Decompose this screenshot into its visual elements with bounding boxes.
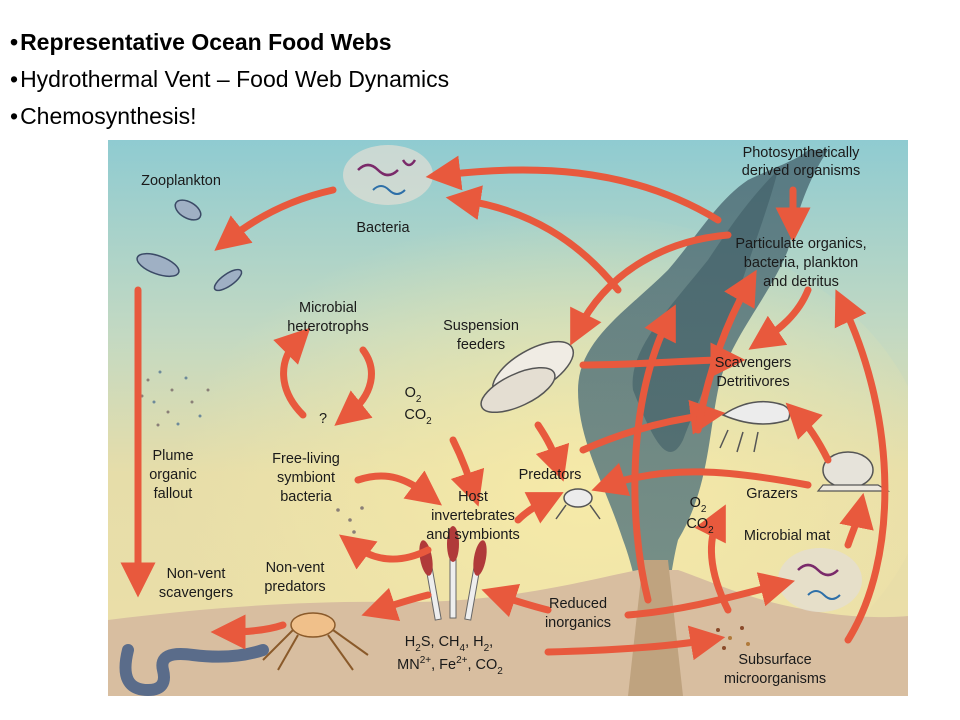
label-microbial-line2: heterotrophs: [287, 319, 368, 335]
label-reduced-line1: Reduced: [549, 596, 607, 612]
shrimp-drawing: [719, 400, 791, 453]
arrow-mat-to-grazers: [839, 492, 874, 549]
bullet-text: Representative Ocean Food Webs: [20, 29, 392, 55]
zooplankton-drawing: [136, 199, 243, 292]
label-freeliving-line3: bacteria: [280, 489, 333, 505]
arrow-grazers-to-scavengers: [785, 402, 832, 464]
arrow-microbial-loop-up: [273, 327, 311, 419]
snail-drawing: [816, 451, 891, 492]
arrow-predators-to-scavengers: [579, 399, 726, 454]
eel-drawing: [119, 644, 269, 696]
bullet-item: •Chemosynthesis!: [10, 103, 197, 129]
label-particulate-line2: bacteria, plankton: [744, 255, 858, 271]
plume-fallout-dots: [140, 370, 210, 427]
label-particulate-line1: Particulate organics,: [735, 236, 866, 252]
label-plume-line3: fallout: [154, 486, 193, 502]
arrow-vent-rise: [631, 304, 676, 604]
label-plume-line1: Plume: [152, 448, 193, 464]
label-chem-line2: MN2+, Fe2+, CO2: [397, 655, 503, 677]
label-suspension-line2: feeders: [457, 337, 505, 353]
label-nonvent-scav-line2: scavengers: [159, 585, 233, 601]
vent-plume-highlight: [632, 170, 778, 452]
label-photo-line1: Photosynthetically: [743, 145, 861, 161]
label-reduced-line2: inorganics: [545, 615, 611, 631]
arrow-reduced-to-tubeworm: [481, 583, 552, 618]
mussel-drawing: [480, 340, 574, 414]
arrow-nonvent-pred-to-scav: [210, 614, 287, 650]
arrow-bacteria-to-zooplankton: [214, 186, 337, 251]
arrow-plume-to-bacteria: [445, 185, 622, 294]
bacteria-cluster-mat: [778, 548, 862, 612]
arrow-subsurface-rise: [694, 504, 732, 614]
arrow-right-loop-up: [834, 289, 889, 644]
bacteria-cluster-top: [343, 145, 433, 205]
bullet-text: Hydrothermal Vent – Food Web Dynamics: [20, 66, 450, 92]
diagram-labels: Zooplankton Bacteria Photosynthetically …: [141, 145, 867, 687]
label-nonvent-pred-line1: Non-vent: [266, 560, 325, 576]
label-freeliving-line2: symbiont: [277, 470, 335, 486]
arrow-host-to-predators: [514, 492, 564, 524]
label-question: ?: [319, 411, 327, 427]
arrow-particulate-to-scavengers: [748, 286, 812, 350]
label-nonvent-scav-line1: Non-vent: [167, 566, 226, 582]
arrow-reduced-to-mat: [624, 572, 795, 619]
food-web-arrows: [120, 155, 889, 661]
arrow-free-living-to-host: [354, 470, 443, 506]
label-subsurface-line2: microorganisms: [724, 671, 826, 687]
label-microbial-mat: Microbial mat: [744, 528, 830, 544]
label-freeliving-line1: Free-living: [272, 451, 340, 467]
label-plume-line2: organic: [149, 467, 197, 483]
bullet-list: •Representative Ocean Food Webs •Hydroth…: [10, 24, 449, 135]
label-host-line1: Host: [458, 489, 488, 505]
label-co2-mid: CO2: [686, 516, 714, 536]
label-o2-mid: O2: [690, 495, 707, 515]
spider-crab-drawing: [262, 612, 369, 671]
label-host-line3: and symbionts: [426, 527, 520, 543]
vent-food-web-diagram: Zooplankton Bacteria Photosynthetically …: [108, 140, 908, 696]
arrow-chem-to-subsurface: [544, 625, 726, 661]
arrow-tubeworm-to-nonvent-pred: [361, 587, 432, 622]
label-photo-line2: derived organisms: [742, 163, 860, 179]
label-zooplankton: Zooplankton: [141, 173, 221, 189]
arrow-microbial-loop-down: [334, 346, 375, 426]
arrow-particulate-to-suspension: [570, 231, 732, 346]
bullet-text: Chemosynthesis!: [20, 103, 197, 129]
bullet-title: •Representative Ocean Food Webs: [10, 29, 392, 55]
bullet-item: •Hydrothermal Vent – Food Web Dynamics: [10, 66, 450, 92]
label-predators: Predators: [519, 467, 582, 483]
arrow-grazers-to-predators: [591, 462, 812, 497]
label-o2-top: O2: [405, 385, 422, 405]
arrow-photo-to-bacteria: [425, 155, 722, 224]
label-host-line2: invertebrates: [431, 508, 515, 524]
arrow-scavengers-to-particulate: [694, 269, 757, 434]
label-nonvent-pred-line2: predators: [264, 579, 325, 595]
arrow-suspension-to-predators: [534, 421, 570, 482]
label-grazers: Grazers: [746, 486, 798, 502]
arrow-host-to-free-living: [338, 534, 432, 570]
label-co2-top: CO2: [404, 407, 432, 427]
label-scavengers-line1: Scavengers: [715, 355, 792, 371]
label-subsurface-line1: Subsurface: [738, 652, 811, 668]
label-suspension-line1: Suspension: [443, 318, 519, 334]
vent-chimney: [628, 560, 683, 696]
label-scavengers-line2: Detritivores: [716, 374, 789, 390]
label-particulate-line3: and detritus: [763, 274, 839, 290]
label-microbial-line1: Microbial: [299, 300, 357, 316]
arrow-o2-to-host: [449, 436, 485, 507]
label-chem-line1: H2S, CH4, H2,: [405, 634, 493, 654]
free-living-bacteria-dots: [336, 506, 364, 534]
label-bacteria: Bacteria: [356, 220, 410, 236]
